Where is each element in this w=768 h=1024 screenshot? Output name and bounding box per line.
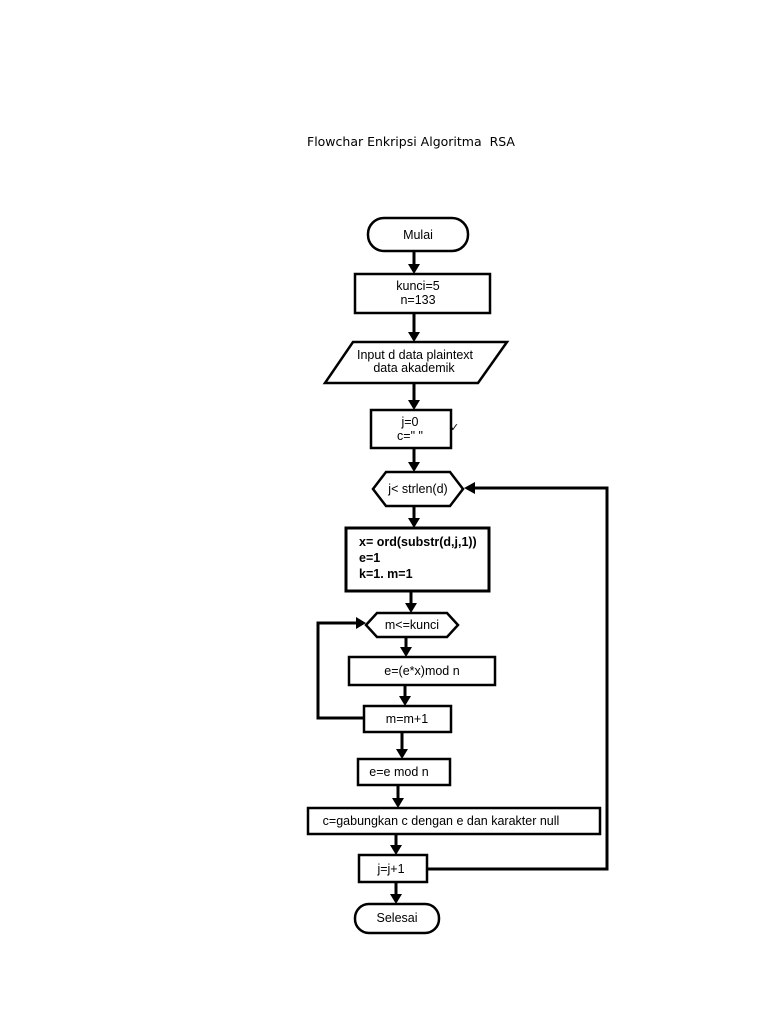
arrowhead: [464, 482, 475, 494]
loop-back-m: [316, 621, 364, 720]
arrowhead: [396, 749, 408, 759]
inc-j-process: [357, 853, 429, 884]
init-j-line-2: c=" ": [397, 429, 423, 443]
input-line-1: Input d data plaintext: [357, 348, 474, 362]
arrowhead: [408, 400, 420, 410]
arrowhead: [390, 894, 402, 904]
arrowhead: [390, 845, 402, 855]
arrowhead: [408, 332, 420, 342]
concat-process: [306, 806, 602, 836]
arrowhead: [408, 462, 420, 472]
inc-m-process: [362, 704, 453, 734]
arrowhead: [405, 603, 417, 613]
init-line-2: n=133: [400, 293, 435, 307]
calc-e-label: e=(e*x)mod n: [384, 664, 459, 678]
init-line-1: kunci=5: [396, 279, 439, 293]
arrowhead: [356, 617, 366, 629]
arrowhead: [408, 264, 420, 274]
diagram-title: Flowchar Enkripsi Algoritma RSA: [307, 134, 515, 149]
stray-check-mark: ✓: [450, 422, 459, 434]
init-j-process: [369, 408, 453, 450]
inc-m-label: m=m+1: [386, 712, 428, 726]
calc-x-line-1: x= ord(substr(d,j,1)): [359, 535, 477, 549]
loop-m-decision: [364, 611, 460, 639]
calc-x-line-3: k=1. m=1: [359, 567, 413, 581]
loop-back-j: [427, 486, 609, 871]
init-process: [353, 272, 492, 315]
inc-j-label: j=j+1: [376, 862, 404, 876]
input-line-2: data akademik: [373, 361, 455, 375]
start-label: Mulai: [403, 228, 433, 242]
arrowhead: [408, 518, 420, 528]
start-terminal: [366, 216, 470, 253]
concat-label: c=gabungkan c dengan e dan karakter null: [323, 814, 560, 828]
loop-j-label: j< strlen(d): [387, 482, 447, 496]
mod-e-label: e=e mod n: [369, 765, 428, 779]
end-label: Selesai: [377, 911, 418, 925]
end-terminal: [353, 902, 441, 935]
arrowhead: [392, 798, 404, 808]
loop-m-label: m<=kunci: [385, 618, 439, 632]
calc-x-line-2: e=1: [359, 551, 380, 565]
calc-x-process: [344, 526, 491, 593]
calc-e-process: [347, 655, 497, 687]
mod-e-process: [356, 757, 452, 787]
loop-j-decision: [371, 470, 465, 508]
init-j-line-1: j=0: [400, 415, 418, 429]
arrowhead: [399, 696, 411, 706]
input-data: [322, 340, 510, 385]
arrowhead: [400, 647, 412, 657]
